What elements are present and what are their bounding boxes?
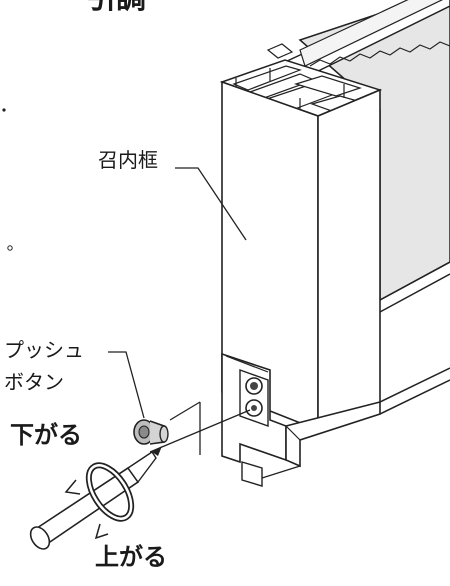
screwdriver xyxy=(29,446,162,550)
direction-up-label: 上がる xyxy=(95,543,167,571)
adjustment-holes xyxy=(239,369,269,427)
push-button-part xyxy=(133,419,169,445)
top-rail xyxy=(266,0,450,81)
frame-name-label: 召内框 xyxy=(98,148,158,172)
top-heading-fragment: 引調 xyxy=(86,0,146,14)
push-button-label-line2: ボタン xyxy=(4,370,64,394)
cropped-marks xyxy=(2,108,13,251)
leader-lines xyxy=(108,167,251,455)
push-button-label-line1: プッシュ xyxy=(4,338,84,362)
stile-frame xyxy=(219,59,383,432)
direction-down-label: 下がる xyxy=(10,421,82,449)
